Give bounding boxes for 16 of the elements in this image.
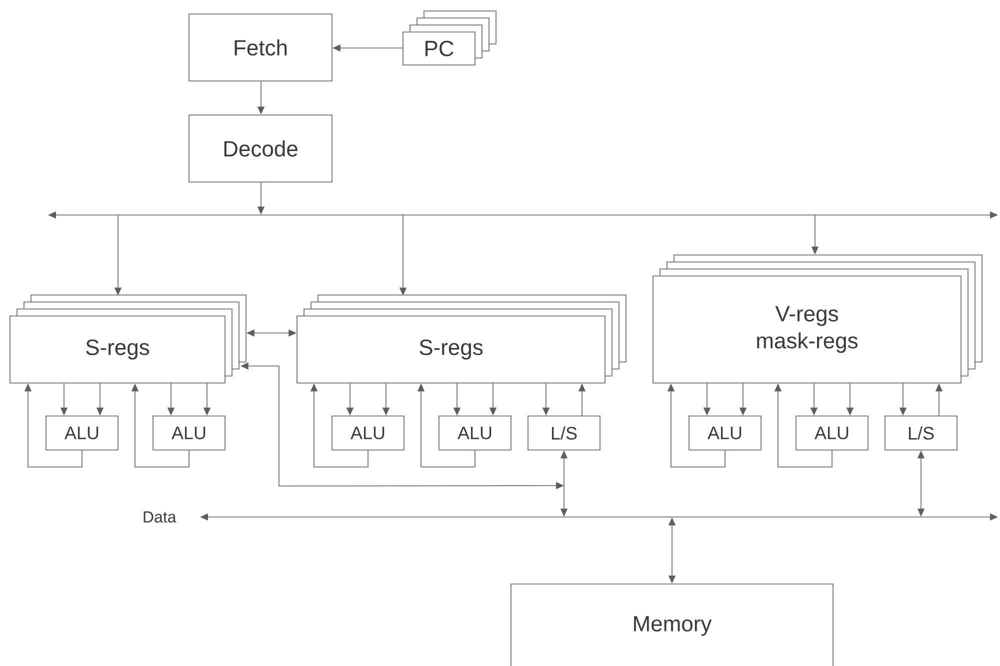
- stage-box: Decode: [188, 114, 332, 182]
- unit-box: ALU: [438, 416, 512, 450]
- unit-box: ALU: [796, 416, 868, 450]
- register-file-box: V-regs mask-regs: [652, 254, 982, 384]
- unit-box: ALU: [152, 416, 226, 450]
- register-file-box: S-regs: [296, 294, 626, 384]
- register-file-box: S-regs: [10, 294, 246, 384]
- bus-label: Data: [144, 511, 176, 523]
- unit-box: ALU: [46, 416, 118, 450]
- unit-box: ALU: [332, 416, 404, 450]
- stage-box: Fetch: [188, 14, 332, 82]
- unit-box: ALU: [688, 416, 762, 450]
- register-box: PC: [402, 10, 496, 66]
- memory-box: Memory: [510, 584, 834, 666]
- unit-box: L/S: [528, 416, 600, 450]
- unit-box: L/S: [884, 416, 958, 450]
